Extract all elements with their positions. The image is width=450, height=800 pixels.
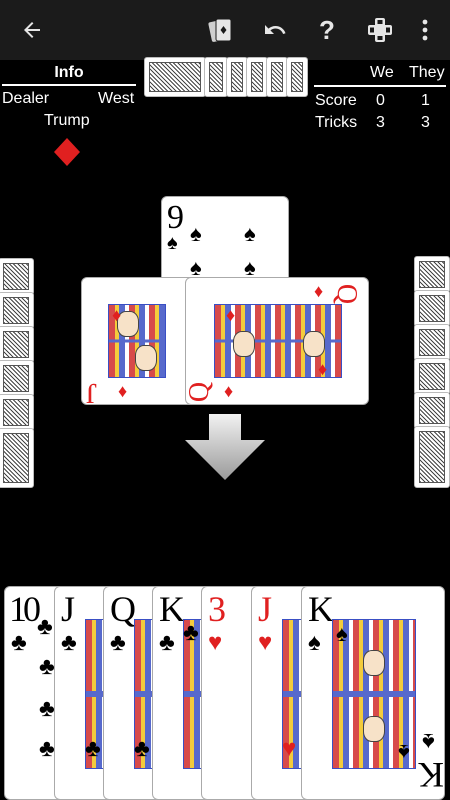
west-card-back bbox=[0, 394, 34, 431]
diamond-icon: ♦ bbox=[118, 381, 128, 401]
tricks-they-value: 3 bbox=[421, 114, 430, 131]
card-rank: J bbox=[61, 589, 76, 629]
dealer-label: Dealer bbox=[2, 90, 50, 107]
help-button[interactable]: ? bbox=[303, 0, 351, 60]
heart-icon: ♥ bbox=[258, 629, 273, 656]
card-rank: K bbox=[418, 755, 444, 795]
info-title: Info bbox=[2, 64, 136, 86]
score-label: Score bbox=[315, 92, 357, 109]
score-we-header: We bbox=[370, 64, 394, 81]
card-rank: J bbox=[258, 589, 273, 629]
back-icon[interactable] bbox=[8, 0, 56, 60]
east-card-back bbox=[414, 290, 450, 327]
club-icon: ♣ bbox=[110, 629, 126, 656]
spade-icon: ♠ bbox=[308, 629, 321, 656]
card-rank: Q bbox=[331, 283, 363, 305]
west-card-back bbox=[0, 258, 34, 295]
north-card-back bbox=[204, 57, 228, 97]
spade-icon: ♠ bbox=[167, 232, 178, 254]
trump-diamond-icon bbox=[52, 137, 82, 172]
north-card-back bbox=[226, 57, 248, 97]
score-divider bbox=[314, 85, 446, 87]
spade-icon: ♠ bbox=[190, 221, 202, 246]
north-card-back bbox=[266, 57, 288, 97]
club-icon: ♣ bbox=[85, 735, 101, 762]
spade-icon: ♠ bbox=[398, 740, 410, 765]
club-icon: ♣ bbox=[39, 735, 55, 762]
spade-icon: ♠ bbox=[244, 221, 256, 246]
card-rank: K bbox=[308, 589, 334, 629]
cards-icon[interactable] bbox=[197, 0, 245, 60]
dealer-value: West bbox=[98, 90, 135, 107]
court-art bbox=[108, 304, 166, 378]
north-card-back bbox=[144, 57, 206, 97]
east-card-back bbox=[414, 392, 450, 429]
diamond-icon: ♦ bbox=[224, 381, 234, 401]
east-card-back bbox=[414, 256, 450, 293]
diamond-icon: ♦ bbox=[112, 305, 122, 325]
card-rank: 10 bbox=[9, 589, 41, 629]
diamond-icon: ♦ bbox=[226, 305, 236, 325]
card-rank: 9 bbox=[167, 199, 184, 236]
diamond-icon: ♦ bbox=[318, 359, 328, 379]
west-card-back bbox=[0, 292, 34, 329]
west-card-back bbox=[0, 326, 34, 363]
spade-icon: ♠ bbox=[190, 255, 202, 280]
card-rank: Q bbox=[185, 381, 216, 403]
score-they-header: They bbox=[409, 64, 445, 81]
court-art bbox=[332, 619, 416, 769]
score-we-value: 0 bbox=[376, 92, 385, 109]
more-vert-icon[interactable] bbox=[404, 0, 446, 60]
undo-icon[interactable] bbox=[251, 0, 299, 60]
down-arrow-icon[interactable] bbox=[185, 414, 265, 485]
club-icon: ♣ bbox=[11, 629, 27, 656]
east-card-back bbox=[414, 426, 450, 488]
diamond-icon: ♦ bbox=[314, 281, 324, 301]
club-icon: ♣ bbox=[183, 619, 199, 646]
club-icon: ♣ bbox=[159, 629, 175, 656]
club-icon: ♣ bbox=[61, 629, 77, 656]
app-toolbar: ? bbox=[0, 0, 450, 60]
game-icon[interactable] bbox=[356, 0, 404, 60]
trump-label: Trump bbox=[44, 112, 90, 129]
club-icon: ♣ bbox=[134, 735, 150, 762]
club-icon: ♣ bbox=[39, 653, 55, 680]
spade-icon: ♠ bbox=[336, 621, 348, 646]
spade-icon: ♠ bbox=[244, 255, 256, 280]
east-card-back bbox=[414, 324, 450, 361]
spade-icon: ♠ bbox=[422, 728, 435, 755]
heart-icon: ♥ bbox=[282, 735, 297, 762]
east-card-back bbox=[414, 358, 450, 395]
tricks-we-value: 3 bbox=[376, 114, 385, 131]
tricks-label: Tricks bbox=[315, 114, 358, 131]
west-card-back bbox=[0, 428, 34, 488]
north-card-back bbox=[246, 57, 268, 97]
card-rank: Q bbox=[110, 589, 136, 629]
heart-icon: ♥ bbox=[208, 629, 223, 656]
score-they-value: 1 bbox=[421, 92, 430, 109]
club-icon: ♣ bbox=[37, 613, 53, 640]
card-rank: J bbox=[86, 377, 97, 405]
help-label: ? bbox=[319, 14, 335, 45]
west-card-back bbox=[0, 360, 34, 397]
card-rank: K bbox=[159, 589, 185, 629]
trick-card-east: ♦ Q ♦ ♦ Q ♦ bbox=[185, 277, 369, 405]
hand-card[interactable]: K ♠ ♠ ♠ ♠ K bbox=[301, 586, 445, 800]
club-icon: ♣ bbox=[39, 695, 55, 722]
court-art bbox=[214, 304, 342, 378]
card-rank: 3 bbox=[208, 589, 226, 629]
north-card-back bbox=[286, 57, 308, 97]
